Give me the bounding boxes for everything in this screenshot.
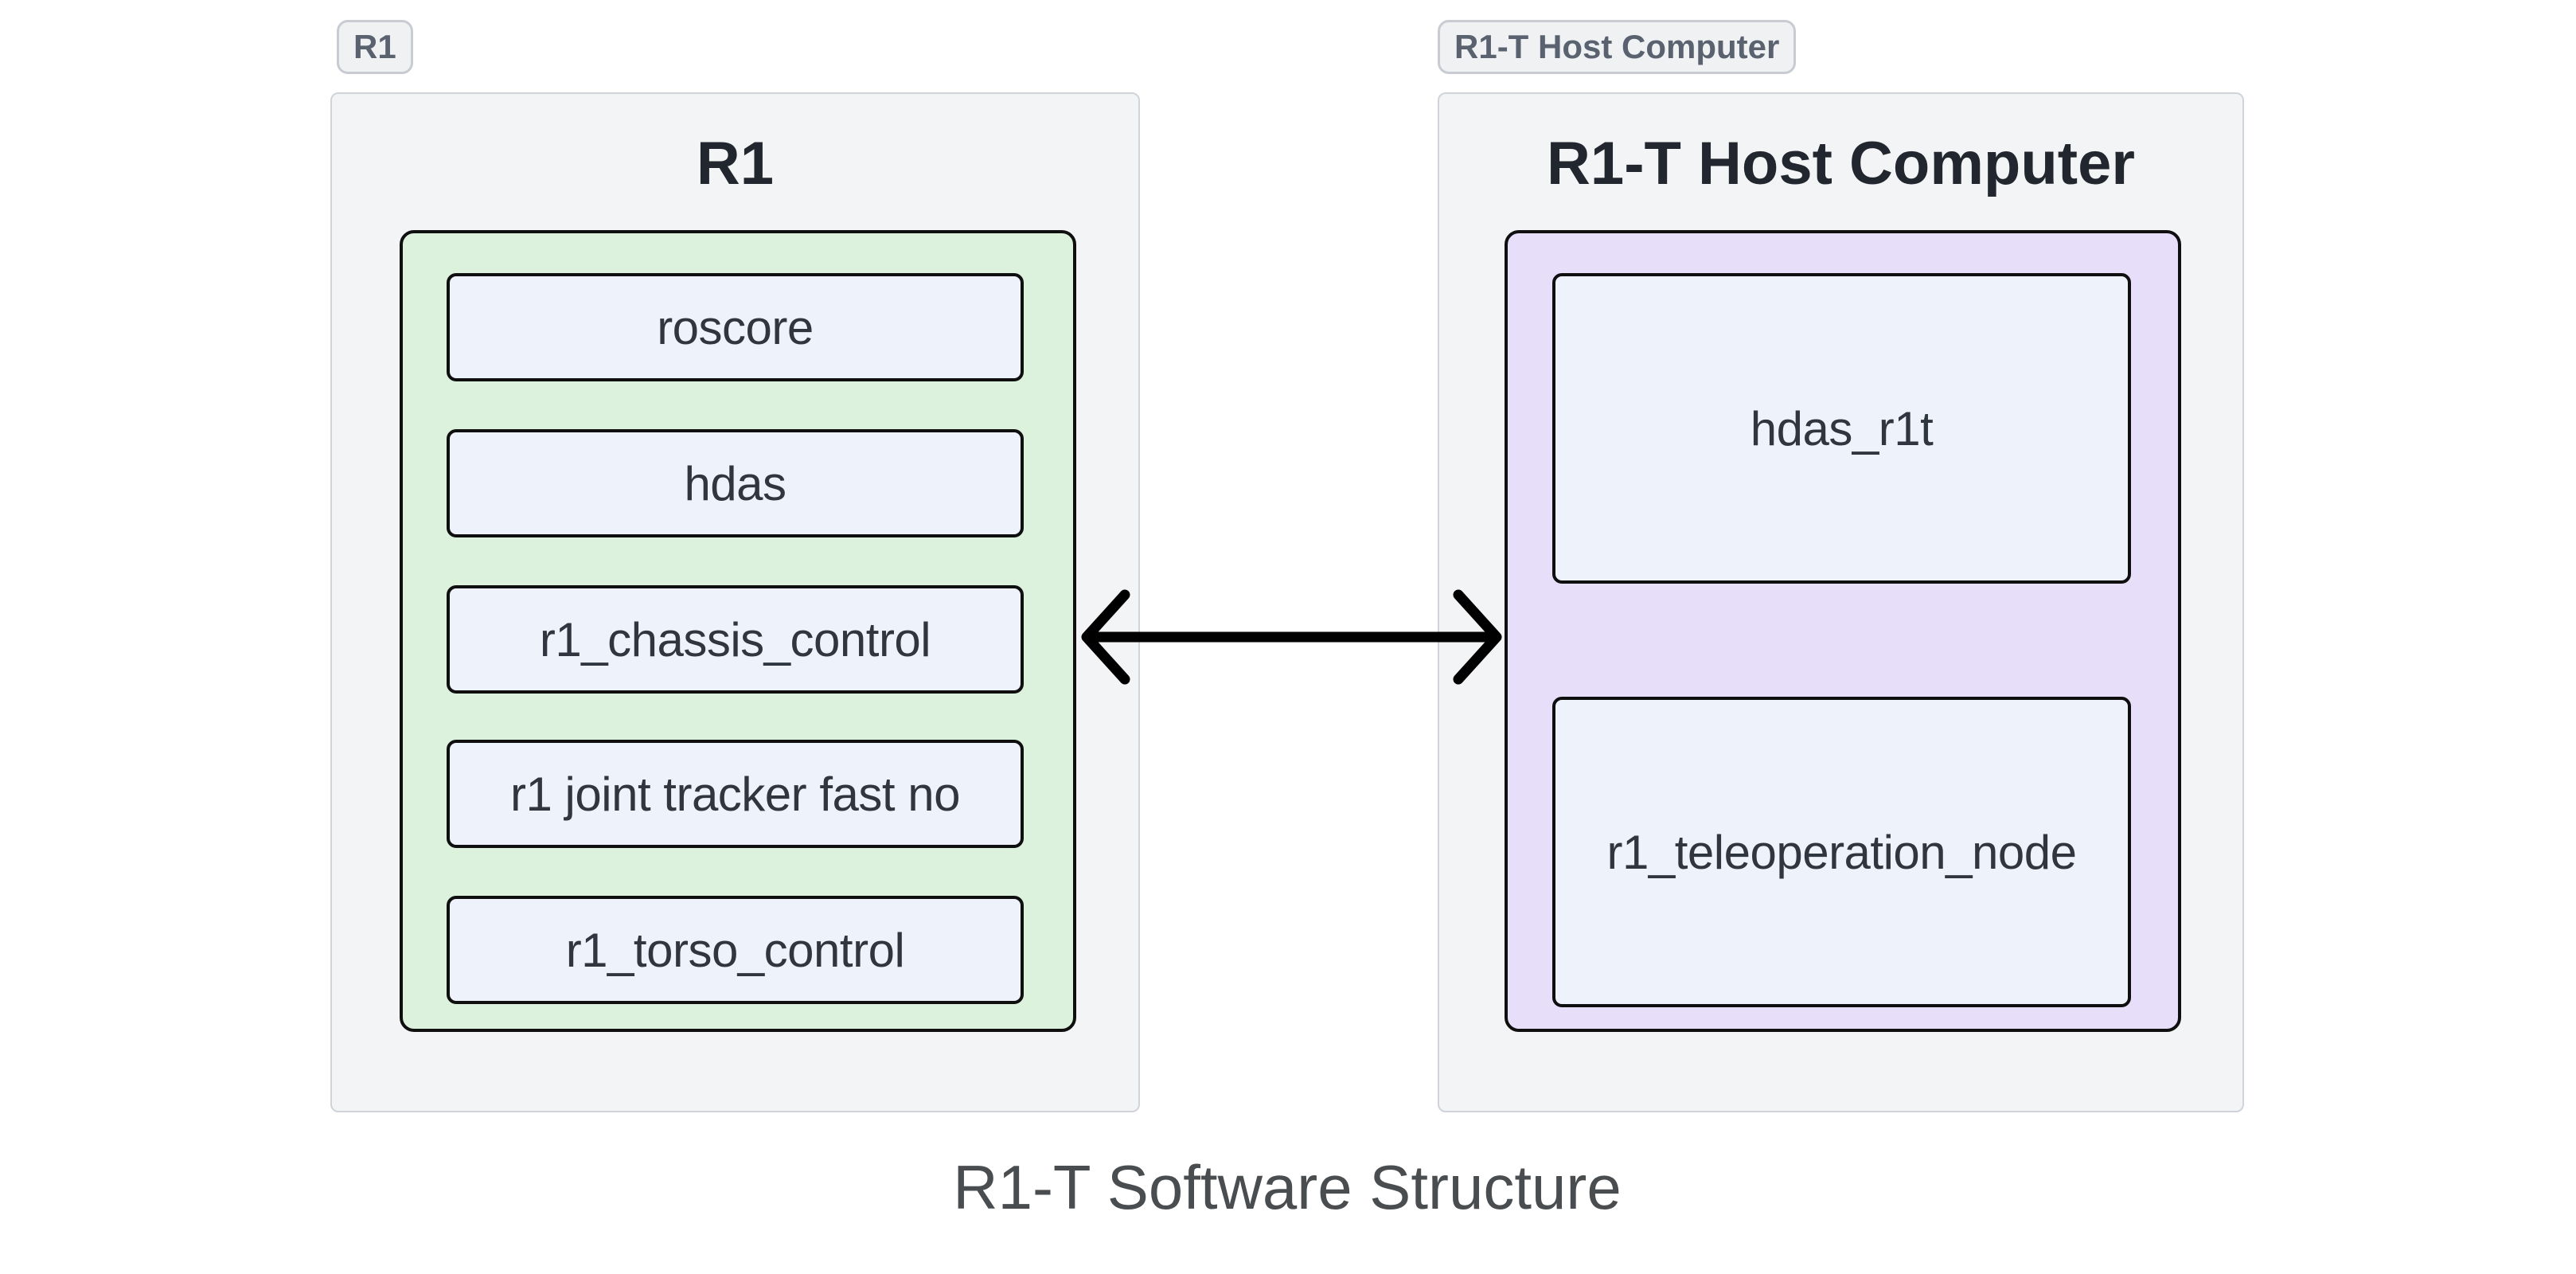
cluster-tag-r1: R1 [337,20,413,74]
node-hdas-r1t: hdas_r1t [1552,273,2131,584]
node-hdas: hdas [447,429,1024,537]
cluster-r1: R1 roscore hdas r1_chassis_control r1 jo… [330,92,1140,1112]
cluster-r1t-host-computer: R1-T Host Computer hdas_r1t r1_teleopera… [1438,92,2244,1112]
cluster-r1t-title: R1-T Host Computer [1547,130,2135,197]
node-r1-teleoperation-node: r1_teleoperation_node [1552,697,2131,1007]
node-r1-joint-tracker-fast-no: r1 joint tracker fast no [447,740,1024,848]
bidirectional-arrow-icon [1081,589,1502,685]
cluster-r1-inner-panel: roscore hdas r1_chassis_control r1 joint… [400,230,1076,1032]
node-r1-torso-control: r1_torso_control [447,896,1024,1004]
node-roscore: roscore [447,273,1024,381]
diagram-caption: R1-T Software Structure [953,1152,1622,1222]
cluster-tag-r1t-host-computer: R1-T Host Computer [1438,20,1797,74]
cluster-r1-title: R1 [696,130,775,197]
node-r1-chassis-control: r1_chassis_control [447,585,1024,694]
cluster-r1t-inner-panel: hdas_r1t r1_teleoperation_node [1505,230,2181,1032]
